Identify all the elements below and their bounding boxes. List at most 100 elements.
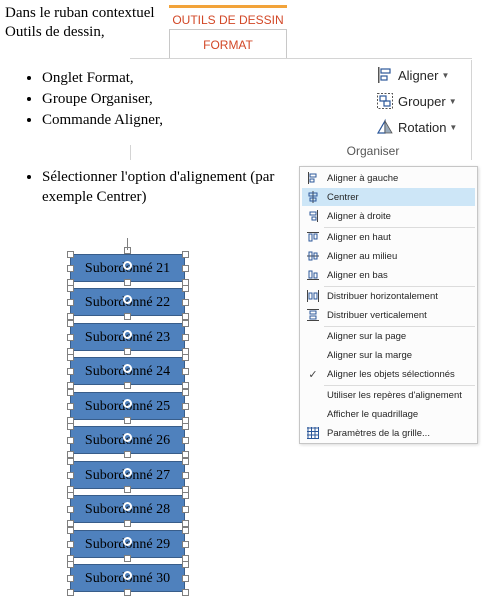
rotate-handle-icon[interactable] (123, 571, 132, 580)
menu-item-align-margin[interactable]: Aligner sur la marge (327, 349, 413, 361)
resize-handle[interactable] (182, 265, 189, 272)
resize-handle[interactable] (67, 437, 74, 444)
resize-handle[interactable] (182, 423, 189, 430)
resize-handle[interactable] (67, 265, 74, 272)
align-dropdown-menu: Aligner à gauche Centrer Aligner à droit… (299, 166, 478, 444)
group-button-label: Grouper (398, 93, 446, 109)
menu-item-grid-settings[interactable]: Paramètres de la grille... (302, 424, 475, 442)
resize-handle[interactable] (124, 348, 131, 355)
resize-handle[interactable] (182, 403, 189, 410)
align-button-label: Aligner (398, 67, 439, 83)
resize-handle[interactable] (124, 486, 131, 493)
resize-handle[interactable] (67, 451, 74, 458)
resize-handle[interactable] (182, 251, 189, 258)
resize-handle[interactable] (182, 458, 189, 465)
resize-handle[interactable] (67, 472, 74, 479)
resize-handle[interactable] (67, 382, 74, 389)
resize-handle[interactable] (182, 299, 189, 306)
resize-handle[interactable] (182, 320, 189, 327)
menu-item-align-bottom[interactable]: Aligner en bas (302, 266, 475, 284)
menu-item-align-right[interactable]: Aligner à droite (302, 207, 475, 225)
menu-item-align-left[interactable]: Aligner à gauche (302, 169, 475, 187)
group-separator (471, 60, 472, 160)
resize-handle[interactable] (124, 279, 131, 286)
group-icon (376, 92, 394, 110)
resize-handle[interactable] (67, 334, 74, 341)
menu-item-align-selected[interactable]: ✓ Aligner les objets sélectionnés (302, 365, 475, 383)
resize-handle[interactable] (124, 589, 131, 596)
rotate-handle-icon[interactable] (123, 364, 132, 373)
resize-handle[interactable] (182, 334, 189, 341)
resize-handle[interactable] (67, 403, 74, 410)
resize-handle[interactable] (124, 313, 131, 320)
rotate-handle-icon[interactable] (123, 261, 132, 270)
resize-handle[interactable] (67, 527, 74, 534)
resize-handle[interactable] (182, 354, 189, 361)
menu-item-align-top[interactable]: Aligner en haut (302, 228, 475, 246)
resize-handle[interactable] (67, 492, 74, 499)
rotate-handle-icon[interactable] (123, 295, 132, 304)
resize-handle[interactable] (182, 541, 189, 548)
menu-item-show-grid[interactable]: Afficher le quadrillage (327, 408, 419, 420)
resize-handle[interactable] (67, 299, 74, 306)
menu-item-distribute-horizontal[interactable]: Distribuer horizontalement (302, 287, 475, 305)
resize-handle[interactable] (124, 555, 131, 562)
resize-handle[interactable] (182, 472, 189, 479)
resize-handle[interactable] (67, 313, 74, 320)
resize-handle[interactable] (182, 313, 189, 320)
rotate-handle-icon[interactable] (123, 502, 132, 511)
rotate-handle-icon[interactable] (123, 468, 132, 477)
steps-list-2: Sélectionner l'option d'alignement (par … (22, 167, 312, 207)
steps-list: Onglet Format, Groupe Organiser, Command… (22, 68, 163, 131)
group-button[interactable]: Grouper ▼ (376, 90, 457, 112)
resize-handle[interactable] (124, 451, 131, 458)
resize-handle[interactable] (67, 506, 74, 513)
resize-handle[interactable] (67, 368, 74, 375)
menu-item-align-page[interactable]: Aligner sur la page (327, 330, 407, 342)
resize-handle[interactable] (182, 520, 189, 527)
resize-handle[interactable] (67, 354, 74, 361)
resize-handle[interactable] (124, 520, 131, 527)
resize-handle[interactable] (182, 368, 189, 375)
resize-handle[interactable] (67, 251, 74, 258)
resize-handle[interactable] (67, 285, 74, 292)
rotate-handle-icon[interactable] (123, 330, 132, 339)
resize-handle[interactable] (67, 423, 74, 430)
rotate-handle-icon[interactable] (123, 399, 132, 408)
resize-handle[interactable] (67, 575, 74, 582)
resize-handle[interactable] (124, 382, 131, 389)
align-button[interactable]: Aligner ▼ (376, 64, 449, 86)
menu-item-distribute-vertical[interactable]: Distribuer verticalement (302, 306, 475, 324)
contextual-tab-group-label: OUTILS DE DESSIN (169, 5, 287, 29)
resize-handle[interactable] (182, 437, 189, 444)
resize-handle[interactable] (182, 389, 189, 396)
rotate-button[interactable]: Rotation ▼ (376, 116, 457, 138)
resize-handle[interactable] (67, 589, 74, 596)
menu-item-center[interactable]: Centrer (302, 188, 475, 206)
align-middle-icon (302, 250, 324, 262)
resize-handle[interactable] (182, 285, 189, 292)
resize-handle[interactable] (67, 320, 74, 327)
menu-separator (324, 385, 475, 386)
resize-handle[interactable] (67, 541, 74, 548)
tab-format[interactable]: FORMAT (169, 29, 287, 59)
rotate-handle-icon[interactable] (123, 433, 132, 442)
rotate-handle-icon[interactable] (123, 537, 132, 546)
menu-item-align-middle[interactable]: Aligner au milieu (302, 247, 475, 265)
resize-handle[interactable] (182, 561, 189, 568)
resize-handle[interactable] (67, 561, 74, 568)
resize-handle[interactable] (182, 492, 189, 499)
resize-handle[interactable] (182, 575, 189, 582)
resize-handle[interactable] (124, 417, 131, 424)
resize-handle[interactable] (182, 589, 189, 596)
rotate-icon (376, 118, 394, 136)
resize-handle[interactable] (67, 520, 74, 527)
resize-handle[interactable] (182, 506, 189, 513)
resize-handle[interactable] (182, 451, 189, 458)
align-center-icon (302, 191, 324, 203)
resize-handle[interactable] (182, 527, 189, 534)
resize-handle[interactable] (67, 389, 74, 396)
menu-item-use-guides[interactable]: Utiliser les repères d'alignement (327, 389, 462, 401)
resize-handle[interactable] (182, 382, 189, 389)
resize-handle[interactable] (67, 458, 74, 465)
